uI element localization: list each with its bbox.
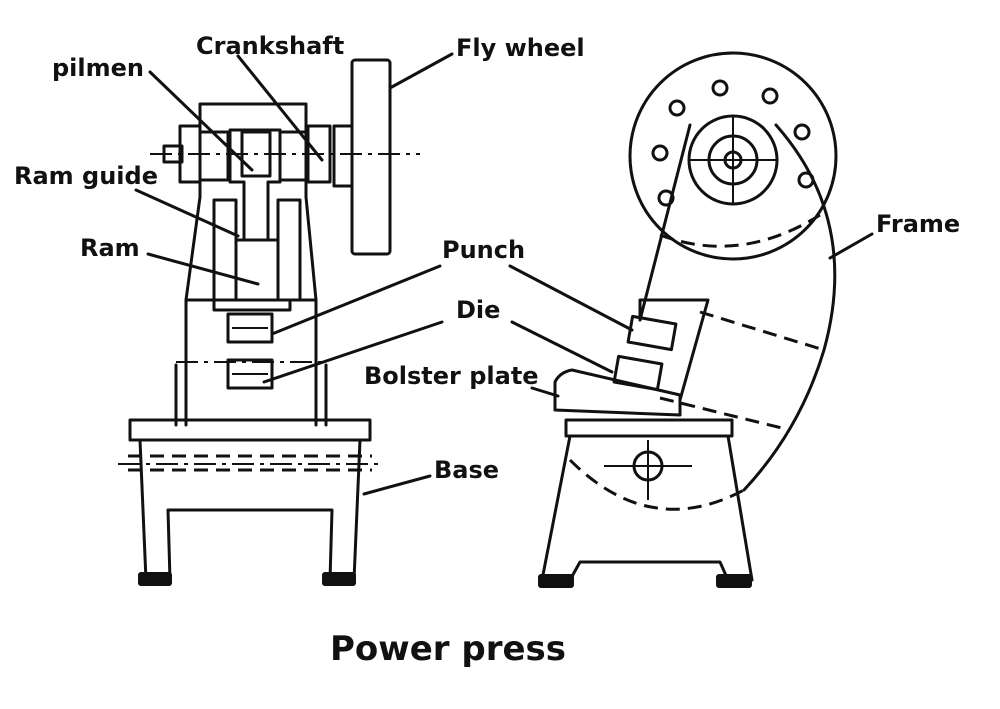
right-ram-guide: [276, 198, 302, 302]
label-base: Base: [434, 456, 499, 484]
front-base-legs: [138, 438, 362, 582]
side-left-foot: [538, 574, 574, 588]
side-view-press: [538, 51, 838, 588]
c-frame-outline: [638, 123, 837, 492]
side-base-top: [564, 418, 734, 438]
ram-guide-leader: [134, 188, 240, 238]
label-die: Die: [456, 296, 500, 324]
bolster-leader: [530, 386, 560, 398]
flywheel-leader: [388, 52, 454, 90]
right-foot: [322, 572, 356, 586]
flywheel-edge: [350, 58, 392, 256]
pilmen-leader: [148, 70, 254, 172]
die-leader-front: [262, 320, 444, 384]
flywheel-disc: [628, 51, 838, 261]
label-crankshaft: Crankshaft: [196, 32, 344, 60]
left-ram-guide: [212, 198, 238, 302]
frame-leader: [828, 232, 874, 260]
label-fly-wheel: Fly wheel: [456, 34, 585, 62]
bolster-plate: [553, 368, 682, 417]
base-leader: [362, 474, 432, 496]
side-punch: [626, 314, 678, 352]
die-leader-side: [510, 320, 614, 374]
label-ram: Ram: [80, 234, 140, 262]
punch-block: [226, 312, 274, 344]
diagram-title: Power press: [330, 629, 566, 669]
side-right-foot: [716, 574, 752, 588]
front-base-top: [128, 418, 372, 442]
label-punch: Punch: [442, 236, 525, 264]
die-block: [226, 358, 274, 390]
punch-leader-front: [270, 264, 442, 336]
frame-hidden-arc: [659, 213, 821, 248]
left-foot: [138, 572, 172, 586]
crankshaft-leader: [236, 54, 324, 162]
punch-leader-side: [508, 264, 634, 332]
labels: Crankshaft Fly wheel pilmen Ram guide Ra…: [14, 32, 960, 669]
label-pilmen: pilmen: [52, 54, 144, 82]
label-frame: Frame: [876, 210, 960, 238]
front-view-press: [118, 58, 420, 586]
leader-lines: [134, 52, 874, 496]
label-ram-guide: Ram guide: [14, 162, 158, 190]
ram-leader: [146, 252, 260, 286]
label-bolster-plate: Bolster plate: [364, 362, 539, 390]
